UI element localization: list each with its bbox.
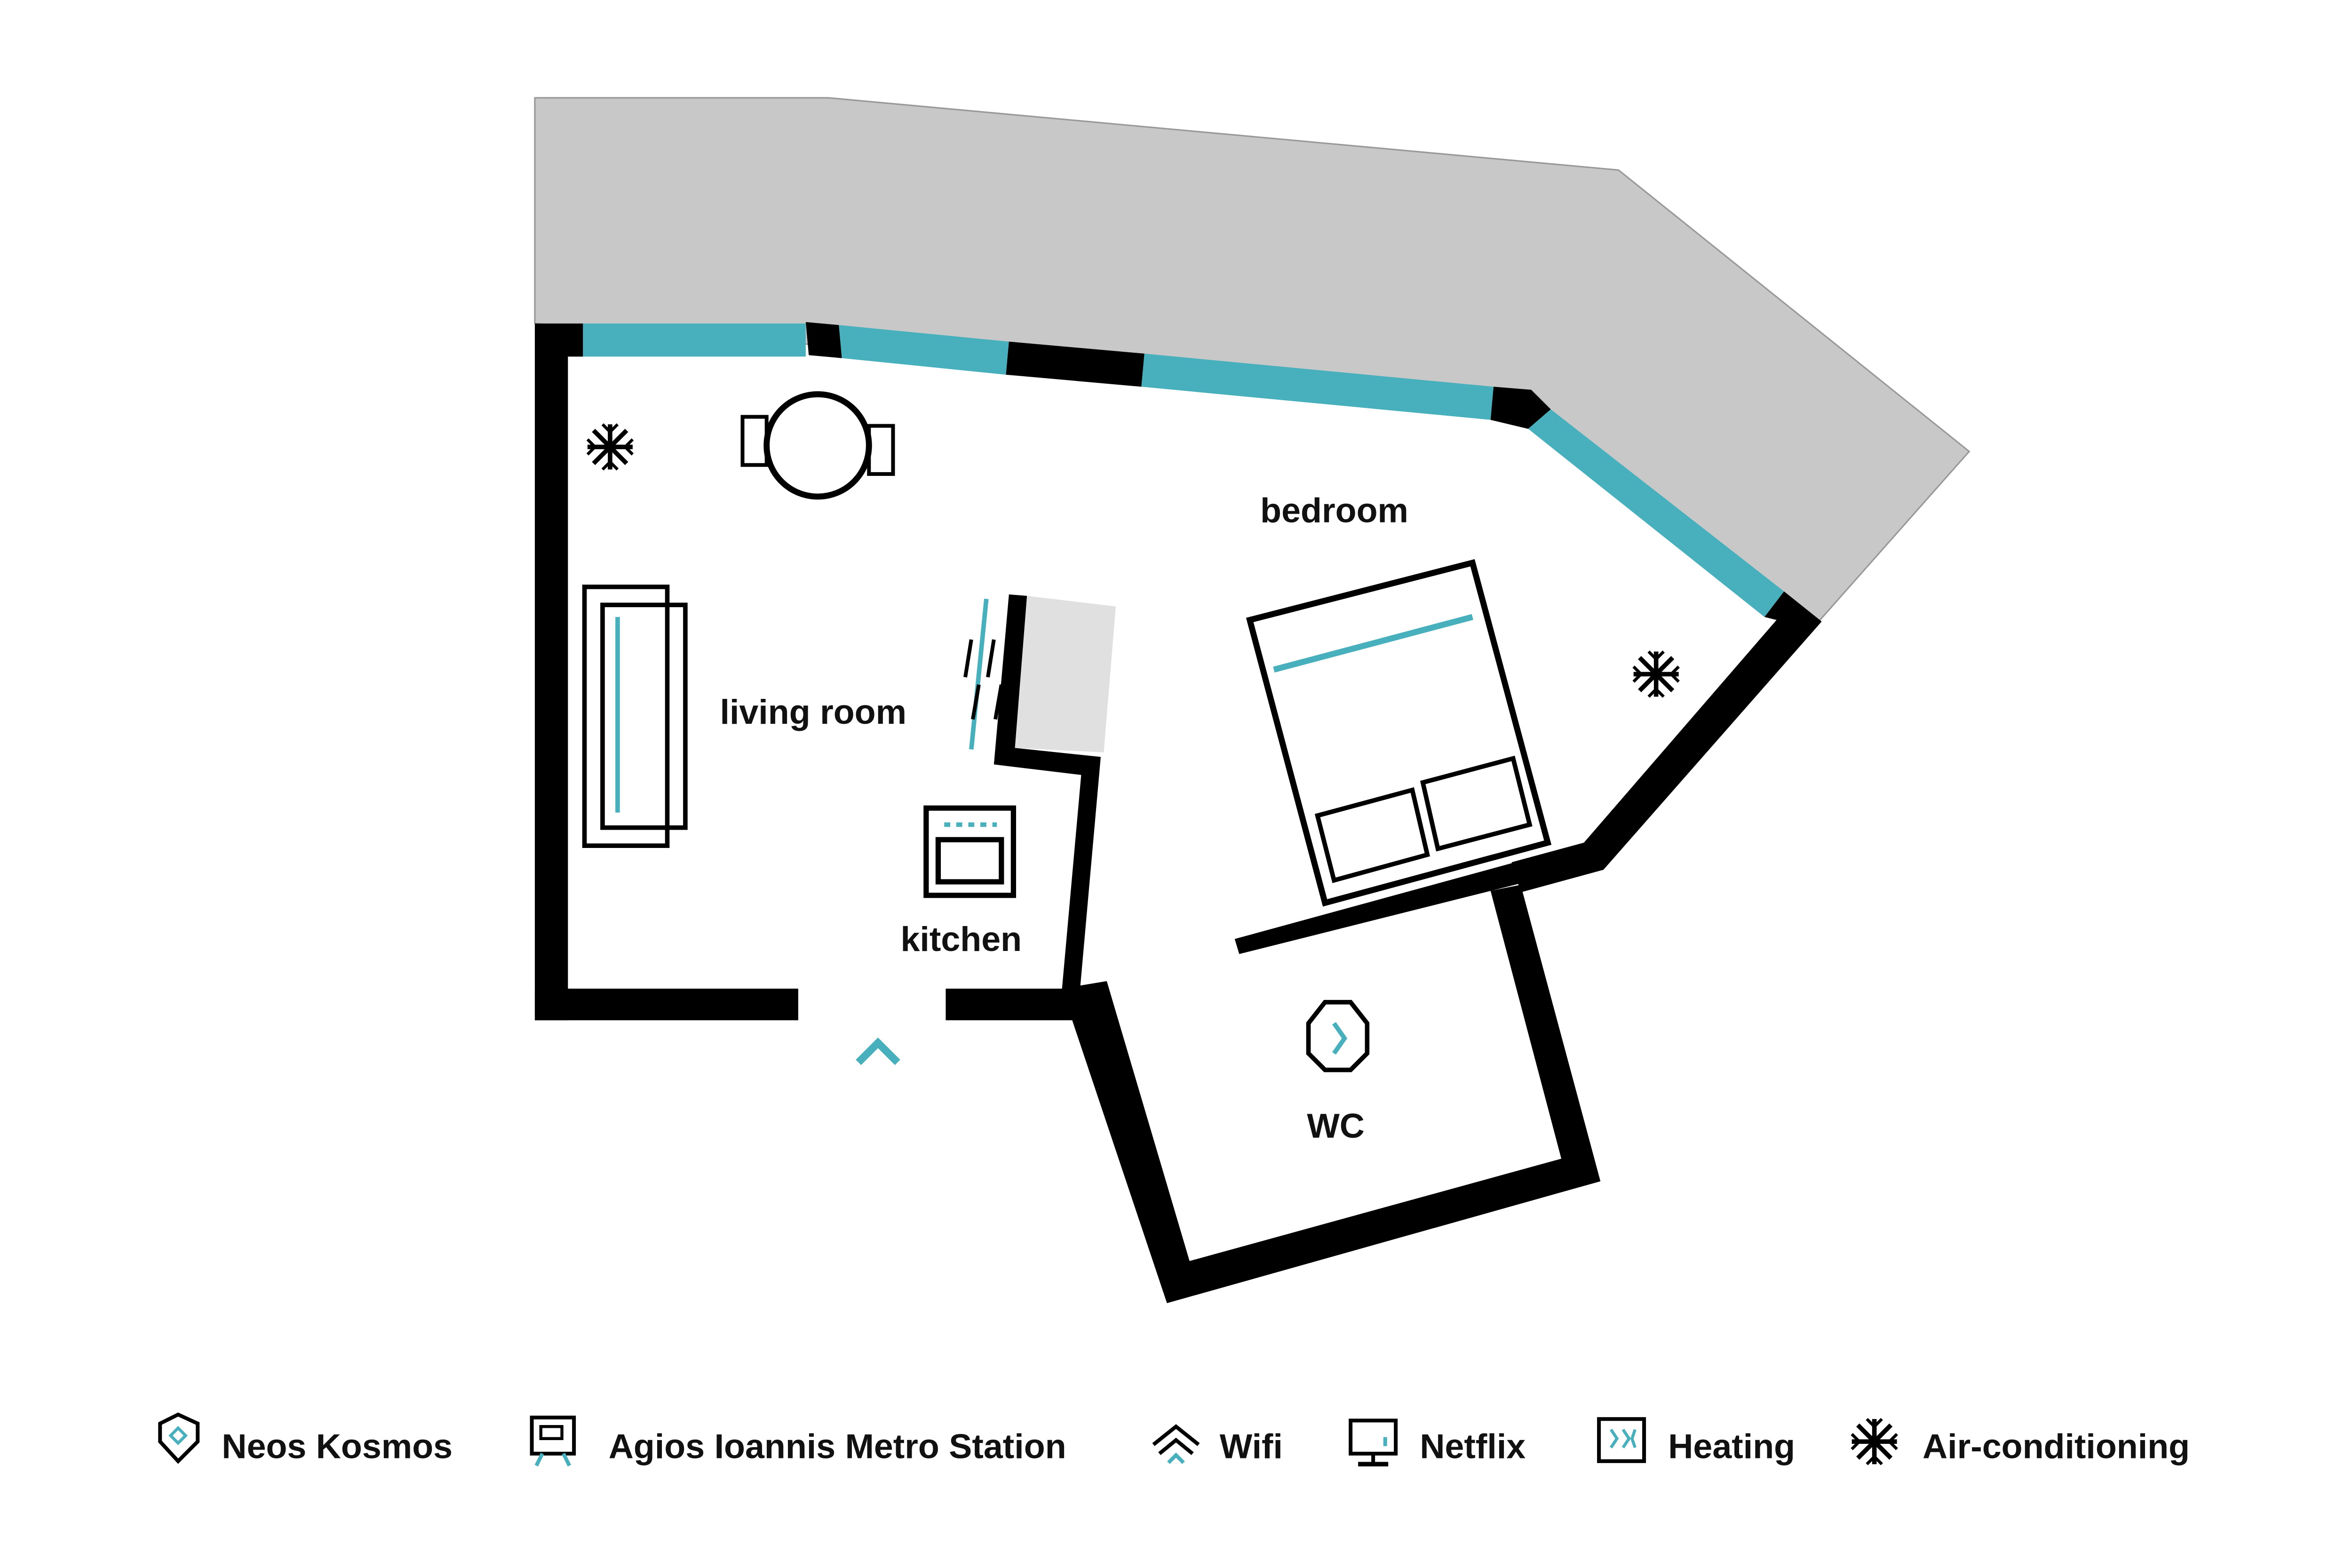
- legend-netflix: Netflix: [1420, 1426, 1526, 1465]
- metro-icon: [530, 1416, 576, 1467]
- legend: Neos Kosmos Agios Ioannis Metro Station …: [158, 1412, 2190, 1467]
- legend-heating: Heating: [1668, 1426, 1795, 1465]
- ac-bedroom-snowflake-icon: [1634, 651, 1679, 697]
- dining-table: [740, 391, 895, 500]
- kitchen-counter: [1015, 596, 1116, 752]
- toilet-icon: [1306, 1000, 1370, 1072]
- wifi-icon: [1152, 1424, 1200, 1464]
- outer-walls: [534, 322, 1822, 1303]
- heating-icon: [1597, 1417, 1646, 1463]
- balcony: [534, 97, 1971, 623]
- tv-unit: [963, 598, 1003, 750]
- entrance-arrow-icon: [856, 1037, 900, 1065]
- tv-icon: [1349, 1418, 1398, 1467]
- legend-neos-kosmos: Neos Kosmos: [222, 1426, 453, 1465]
- legend-air-conditioning: Air-conditioning: [1923, 1426, 2190, 1465]
- sofa: [582, 585, 688, 848]
- stove: [923, 805, 1017, 898]
- label-wc: WC: [1307, 1106, 1365, 1145]
- bed: [1246, 559, 1552, 907]
- location-pin-icon: [158, 1412, 200, 1464]
- snowflake-icon: [1852, 1419, 1897, 1464]
- ac-living-snowflake-icon: [588, 424, 633, 469]
- legend-wifi: Wifi: [1220, 1426, 1283, 1465]
- legend-metro: Agios Ioannis Metro Station: [609, 1426, 1066, 1465]
- label-bedroom: bedroom: [1260, 491, 1408, 530]
- label-kitchen: kitchen: [900, 919, 1022, 958]
- label-living-room: living room: [720, 692, 907, 731]
